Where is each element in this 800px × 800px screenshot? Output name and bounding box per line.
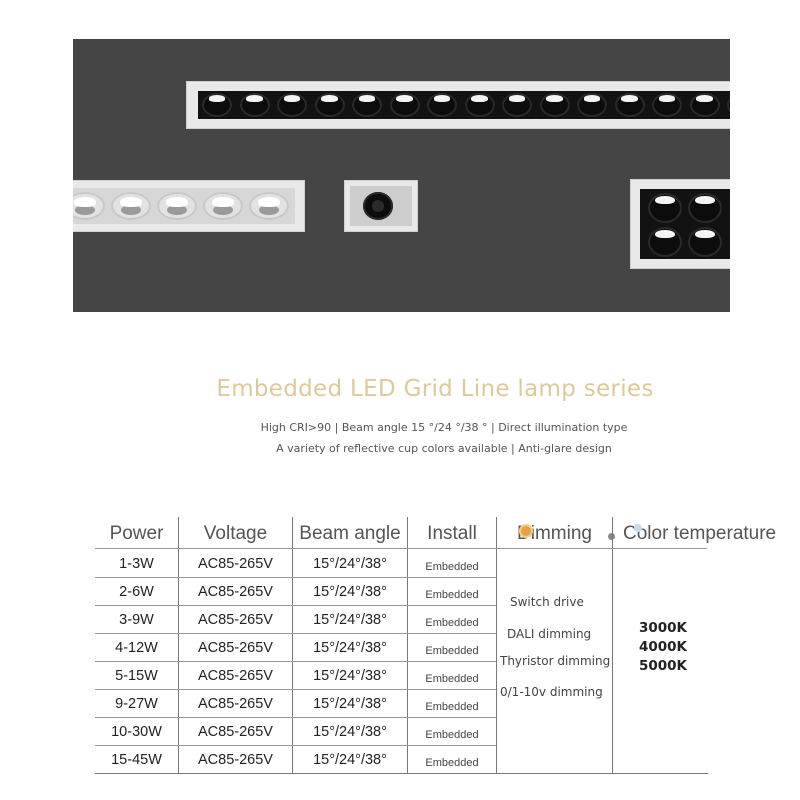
cell-power: 3-9W [119,612,154,628]
dimming-option-0-10v: 0/1-10v dimming [500,685,603,699]
linear-fixture-white-cups [73,180,305,232]
cell-voltage: AC85-265V [198,640,273,656]
cell-install: Embedded [425,701,479,713]
spec-table: Power Voltage Beam angle Install Dimming… [95,515,776,775]
cell-beam: 15°/24°/38° [313,724,387,740]
header-install: Install [427,523,477,544]
cell-install: Embedded [425,729,479,741]
cell-install: Embedded [425,757,479,769]
subtitle-line-2: A variety of reflective cup colors avail… [276,442,612,455]
cell-beam: 15°/24°/38° [313,584,387,600]
single-spot-fixture [344,180,418,232]
dimming-option-switch: Switch drive [510,595,584,609]
cell-power: 9-27W [115,696,158,712]
cell-beam: 15°/24°/38° [313,556,387,572]
cell-power: 10-30W [111,724,162,740]
subtitle-line-1: High CRI>90 | Beam angle 15 °/24 °/38 ° … [260,421,628,434]
color-temp-3000k: 3000K [638,620,688,636]
cell-beam: 15°/24°/38° [313,752,387,768]
dimming-option-dali: DALI dimming [507,627,592,641]
cell-voltage: AC85-265V [198,612,273,628]
header-color-temperature: Color temperature [623,523,777,544]
header-beam-angle: Beam angle [299,523,401,544]
product-photo [73,39,730,312]
cell-install: Embedded [425,673,479,685]
cell-install: Embedded [425,561,479,573]
cell-install: Embedded [425,589,479,601]
cell-voltage: AC85-265V [198,724,273,740]
cell-voltage: AC85-265V [198,752,273,768]
cell-install: Embedded [425,645,479,657]
cell-beam: 15°/24°/38° [313,640,387,656]
sun-icon [521,526,531,536]
header-power: Power [109,523,164,544]
header-dimming: Dimming [517,523,592,544]
cell-power: 15-45W [111,752,162,768]
grid-fixture [630,179,730,269]
cell-beam: 15°/24°/38° [313,696,387,712]
cell-beam: 15°/24°/38° [313,668,387,684]
thermometer-icon [634,524,642,532]
header-voltage: Voltage [203,523,268,544]
series-title: Embedded LED Grid Line lamp series [216,376,654,402]
cell-install: Embedded [425,617,479,629]
cell-power: 4-12W [115,640,158,656]
cell-power: 1-3W [119,556,154,572]
bullet-dot-icon [608,533,615,540]
cell-voltage: AC85-265V [198,668,273,684]
color-temp-4000k: 4000K [638,639,688,655]
linear-fixture-long [186,81,730,129]
color-temp-5000k: 5000K [638,658,688,674]
cell-beam: 15°/24°/38° [313,612,387,628]
cell-voltage: AC85-265V [198,696,273,712]
cell-voltage: AC85-265V [198,584,273,600]
cell-power: 5-15W [115,668,158,684]
dimming-option-thyristor: Thyristor dimming [500,654,611,668]
cell-voltage: AC85-265V [198,556,273,572]
cell-power: 2-6W [119,584,154,600]
